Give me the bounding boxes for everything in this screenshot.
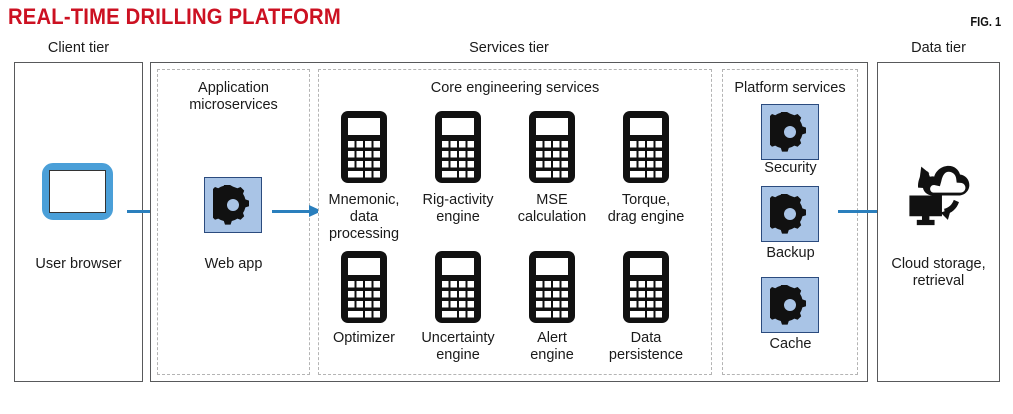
gear-icon [213, 185, 249, 225]
tier-caption-services: Services tier [469, 40, 549, 56]
arrow-shaft [272, 209, 310, 213]
gear-tile-cache [761, 277, 819, 333]
group-caption-line1: Application [198, 80, 269, 96]
figure-label: FIG. 1 [970, 14, 1001, 29]
calculator-icon-data-persistence [623, 251, 669, 323]
calculator-icon-mnemonic [341, 111, 387, 183]
gear-icon [770, 112, 806, 152]
group-caption-line2: microservices [189, 97, 278, 113]
tier-caption-data: Data tier [911, 40, 966, 56]
node-label-backup: Backup [766, 245, 815, 261]
panel-client-tier [14, 62, 143, 382]
node-label-torque-drag: Torque,drag engine [607, 192, 685, 225]
node-label-web-app: Web app [204, 256, 263, 272]
node-label-cloud-storage: Cloud storage,retrieval [891, 256, 986, 289]
calculator-icon-optimizer [341, 251, 387, 323]
group-caption-platform-services: Platform services [734, 80, 846, 96]
gear-icon [770, 285, 806, 325]
node-label-cache: Cache [769, 336, 812, 352]
page-title: REAL-TIME DRILLING PLATFORM [8, 4, 341, 29]
node-label-user-browser: User browser [35, 256, 122, 272]
group-caption-core-engineering: Core engineering services [430, 80, 600, 96]
arrow-shaft [838, 209, 881, 213]
arrow-shaft [127, 209, 165, 213]
panel-data-tier [877, 62, 1000, 382]
browser-icon [42, 163, 113, 220]
calculator-icon-uncertainty [435, 251, 481, 323]
browser-screen [49, 170, 106, 213]
calculator-icon-torque-drag [623, 111, 669, 183]
tier-caption-client: Client tier [47, 40, 110, 56]
calculator-icon-rig-activity [435, 111, 481, 183]
cloud-storage-icon [902, 157, 976, 231]
calculator-icon-mse [529, 111, 575, 183]
gear-tile-webapp [204, 177, 262, 233]
node-label-security: Security [764, 160, 817, 176]
arrow-webapp-to-core [272, 205, 322, 217]
calculator-icon-alert [529, 251, 575, 323]
gear-icon [770, 194, 806, 234]
gear-tile-security [761, 104, 819, 160]
group-caption-app-microservices: Application microservices [157, 80, 310, 114]
gear-tile-backup [761, 186, 819, 242]
node-label-optimizer: Optimizer [332, 330, 396, 346]
